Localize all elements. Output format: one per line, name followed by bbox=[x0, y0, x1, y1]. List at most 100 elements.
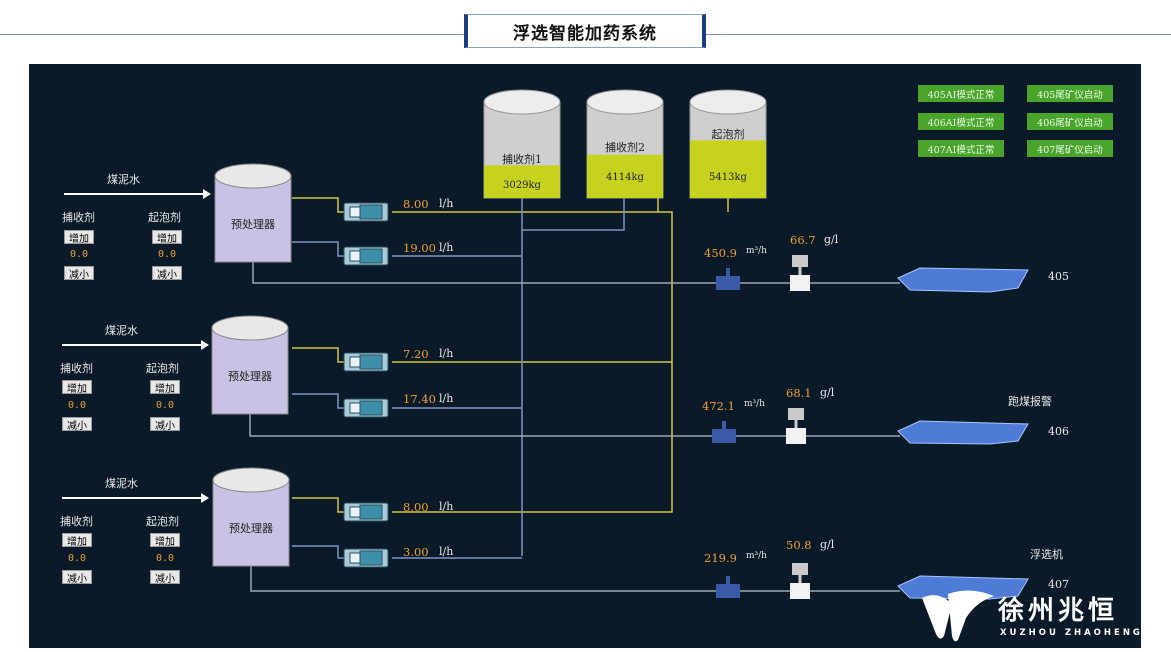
flotation-cell-icon bbox=[897, 420, 1029, 445]
valve-icon bbox=[716, 268, 740, 290]
tank-1 bbox=[483, 89, 561, 199]
collector-value: 0.0 bbox=[67, 553, 87, 564]
slurry-water-label: 煤泥水 bbox=[107, 173, 140, 186]
flow-unit: l/h bbox=[439, 241, 454, 254]
collector-flow-value: 3.00 bbox=[403, 545, 429, 559]
concentration-unit: g/l bbox=[824, 233, 839, 246]
flow-unit: l/h bbox=[439, 500, 454, 513]
slurry-flow-value: 219.9 bbox=[704, 551, 737, 565]
frother-increase-button[interactable]: 增加 bbox=[150, 380, 180, 395]
logo-subtitle: XUZHOU ZHAOHENG bbox=[1000, 628, 1143, 638]
inflow-arrow-icon bbox=[62, 340, 209, 350]
slurry-flow-value: 450.9 bbox=[704, 246, 737, 260]
frother-value: 0.0 bbox=[155, 553, 175, 564]
flow-unit: l/h bbox=[439, 392, 454, 405]
pump-icon bbox=[343, 246, 389, 266]
inflow-arrow-icon bbox=[62, 493, 209, 503]
concentration-unit: g/l bbox=[820, 538, 835, 551]
flotation-machine-label: 浮选机 bbox=[1030, 548, 1063, 561]
flow-unit: l/h bbox=[439, 545, 454, 558]
tank-2-amount: 4114kg bbox=[606, 172, 644, 183]
cell-number: 407 bbox=[1048, 578, 1069, 591]
pretreater-label: 预处理器 bbox=[229, 522, 273, 535]
status-406-ai: 406AI模式正常 bbox=[918, 113, 1004, 130]
collector-increase-button[interactable]: 增加 bbox=[62, 380, 92, 395]
slurry-water-label: 煤泥水 bbox=[105, 477, 138, 490]
pump-icon bbox=[343, 548, 389, 568]
valve-icon bbox=[712, 421, 736, 443]
tank-3-label: 起泡剂 bbox=[711, 128, 745, 141]
frother-decrease-button[interactable]: 减小 bbox=[150, 570, 180, 585]
dosing-pumps bbox=[343, 202, 389, 568]
flow-unit: l/h bbox=[439, 347, 454, 360]
frother-value: 0.0 bbox=[157, 249, 177, 260]
frother-flow-value: 7.20 bbox=[403, 347, 429, 361]
frother-decrease-button[interactable]: 减小 bbox=[150, 417, 180, 432]
logo-mark-icon bbox=[922, 590, 994, 642]
frother-value: 0.0 bbox=[155, 400, 175, 411]
frother-label: 起泡剂 bbox=[148, 211, 181, 224]
collector-value: 0.0 bbox=[69, 249, 89, 260]
tank-2-label: 捕收剂2 bbox=[605, 141, 645, 154]
cell-number: 406 bbox=[1048, 425, 1069, 438]
slurry-flow-unit: m³/h bbox=[744, 399, 765, 409]
slurry-flow-unit: m³/h bbox=[746, 246, 767, 256]
pump-icon bbox=[343, 502, 389, 522]
tank-3-amount: 5413kg bbox=[709, 172, 747, 183]
concentration-value: 66.7 bbox=[790, 233, 816, 247]
reagent-tanks bbox=[483, 89, 767, 199]
page-title: 浮选智能加药系统 bbox=[464, 14, 706, 48]
cell-number: 405 bbox=[1048, 270, 1069, 283]
collector-decrease-button[interactable]: 减小 bbox=[62, 570, 92, 585]
concentration-value: 50.8 bbox=[786, 538, 812, 552]
flotation-cell-icon bbox=[897, 575, 1029, 600]
frother-flow-value: 8.00 bbox=[403, 500, 429, 514]
flotation-cells bbox=[897, 267, 1029, 600]
slurry-flow-value: 472.1 bbox=[702, 399, 735, 413]
collector-label: 捕收剂 bbox=[60, 362, 93, 375]
pretreater-label: 预处理器 bbox=[231, 218, 275, 231]
tank-1-amount: 3029kg bbox=[503, 180, 541, 191]
concentration-unit: g/l bbox=[820, 386, 835, 399]
collector-increase-button[interactable]: 增加 bbox=[64, 230, 94, 245]
collector-increase-button[interactable]: 增加 bbox=[62, 533, 92, 548]
concentration-value: 68.1 bbox=[786, 386, 812, 400]
frother-increase-button[interactable]: 增加 bbox=[152, 230, 182, 245]
status-405-ai: 405AI模式正常 bbox=[918, 85, 1004, 102]
frother-increase-button[interactable]: 增加 bbox=[150, 533, 180, 548]
company-logo: 徐州兆恒 XUZHOU ZHAOHENG bbox=[918, 584, 1143, 646]
slurry-flow-unit: m³/h bbox=[746, 551, 767, 561]
slurry-pipes bbox=[249, 262, 900, 592]
flowmeter-icon bbox=[790, 255, 810, 291]
status-405-tailing: 405尾矿仪启动 bbox=[1027, 85, 1113, 102]
flotation-cell-icon bbox=[897, 267, 1029, 293]
collector-decrease-button[interactable]: 减小 bbox=[64, 266, 94, 281]
coal-loss-alarm-label: 跑煤报警 bbox=[1008, 395, 1052, 408]
status-407-tailing: 407尾矿仪启动 bbox=[1027, 140, 1113, 157]
logo-name: 徐州兆恒 bbox=[998, 596, 1119, 626]
flowmeter-icon bbox=[790, 563, 810, 599]
collector-flow-value: 17.40 bbox=[403, 392, 436, 406]
pump-icon bbox=[343, 202, 389, 222]
status-407-ai: 407AI模式正常 bbox=[918, 140, 1004, 157]
frother-label: 起泡剂 bbox=[146, 362, 179, 375]
tank-3 bbox=[689, 89, 767, 199]
collector-value: 0.0 bbox=[67, 400, 87, 411]
flow-unit: l/h bbox=[439, 197, 454, 210]
tank-2 bbox=[586, 89, 664, 199]
slurry-water-label: 煤泥水 bbox=[105, 324, 138, 337]
flowmeter-icon bbox=[786, 408, 806, 444]
pump-icon bbox=[343, 352, 389, 372]
pretreaters bbox=[211, 163, 292, 567]
collector-label: 捕收剂 bbox=[60, 515, 93, 528]
collector-flow-value: 19.00 bbox=[403, 241, 436, 255]
frother-flow-value: 8.00 bbox=[403, 197, 429, 211]
frother-label: 起泡剂 bbox=[146, 515, 179, 528]
valve-icon bbox=[716, 576, 740, 598]
collector-label: 捕收剂 bbox=[62, 211, 95, 224]
pretreater-label: 预处理器 bbox=[228, 370, 272, 383]
status-406-tailing: 406尾矿仪启动 bbox=[1027, 113, 1113, 130]
frother-decrease-button[interactable]: 减小 bbox=[152, 266, 182, 281]
collector-decrease-button[interactable]: 减小 bbox=[62, 417, 92, 432]
